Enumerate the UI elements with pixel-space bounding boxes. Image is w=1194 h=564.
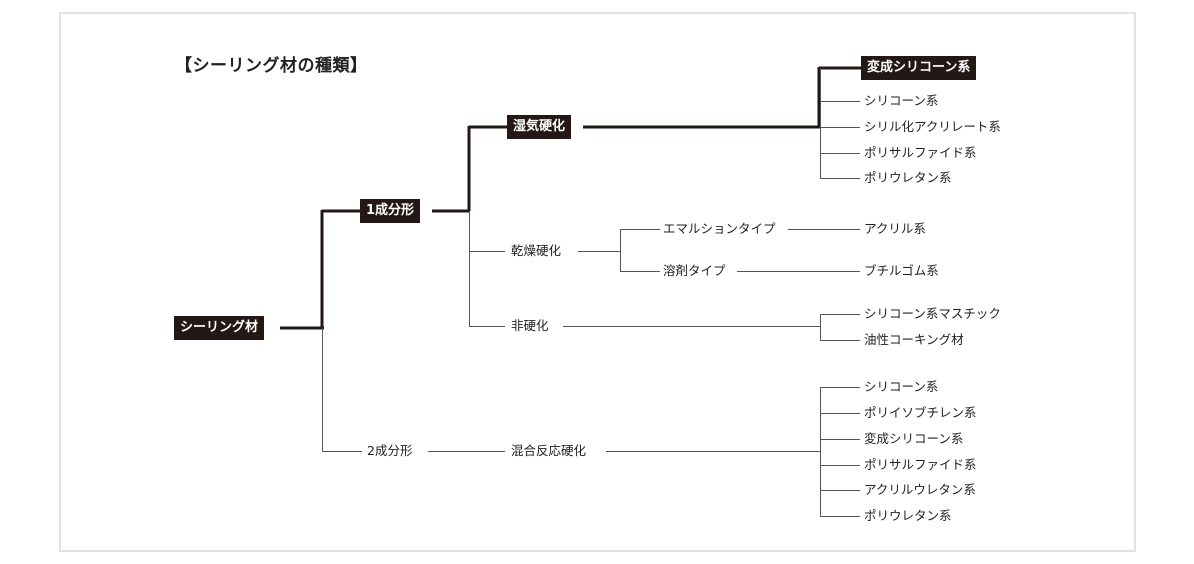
node-non-cure: 非硬化: [509, 318, 551, 334]
leaf-moisture-silyl-acrylate: シリル化アクリレート系: [862, 119, 1001, 135]
node-emulsion-type: エマルションタイプ: [661, 221, 778, 237]
node-dry-cure: 乾燥硬化: [509, 243, 564, 259]
leaf-mix-modified-silicone: 変成シリコーン系: [862, 431, 964, 447]
node-modified-silicone-highlight: 変成シリコーン系: [861, 56, 977, 80]
leaf-moisture-silicone: シリコーン系: [862, 93, 939, 109]
diagram-title: 【シーリング材の種類】: [175, 56, 368, 76]
node-one-component: 1成分形: [360, 199, 421, 223]
leaf-acrylic: アクリル系: [862, 221, 926, 237]
leaf-moisture-polysulfide: ポリサルファイド系: [862, 145, 977, 161]
node-sealing-material: シーリング材: [174, 316, 265, 340]
leaf-mix-polyurethane: ポリウレタン系: [862, 508, 952, 524]
node-moisture-cure: 湿気硬化: [507, 115, 572, 139]
node-mixed-reaction-cure: 混合反応硬化: [509, 443, 589, 459]
leaf-mix-acrylic-urethane: アクリルウレタン系: [862, 482, 976, 498]
leaf-mix-polysulfide: ポリサルファイド系: [862, 457, 977, 473]
node-two-component: 2成分形: [365, 443, 415, 459]
thin-connectors: [322, 68, 860, 517]
diagram-frame: [59, 12, 1136, 552]
leaf-mix-silicone: シリコーン系: [862, 379, 939, 395]
node-solvent-type: 溶剤タイプ: [661, 263, 728, 279]
highlight-path: [280, 66, 862, 330]
leaf-mix-polyisobutylene: ポリイソブチレン系: [862, 405, 977, 421]
leaf-silicone-mastic: シリコーン系マスチック: [862, 306, 1001, 322]
leaf-butyl-rubber: ブチルゴム系: [862, 263, 939, 279]
leaf-oil-caulking: 油性コーキング材: [862, 332, 964, 348]
leaf-moisture-polyurethane: ポリウレタン系: [862, 170, 952, 186]
